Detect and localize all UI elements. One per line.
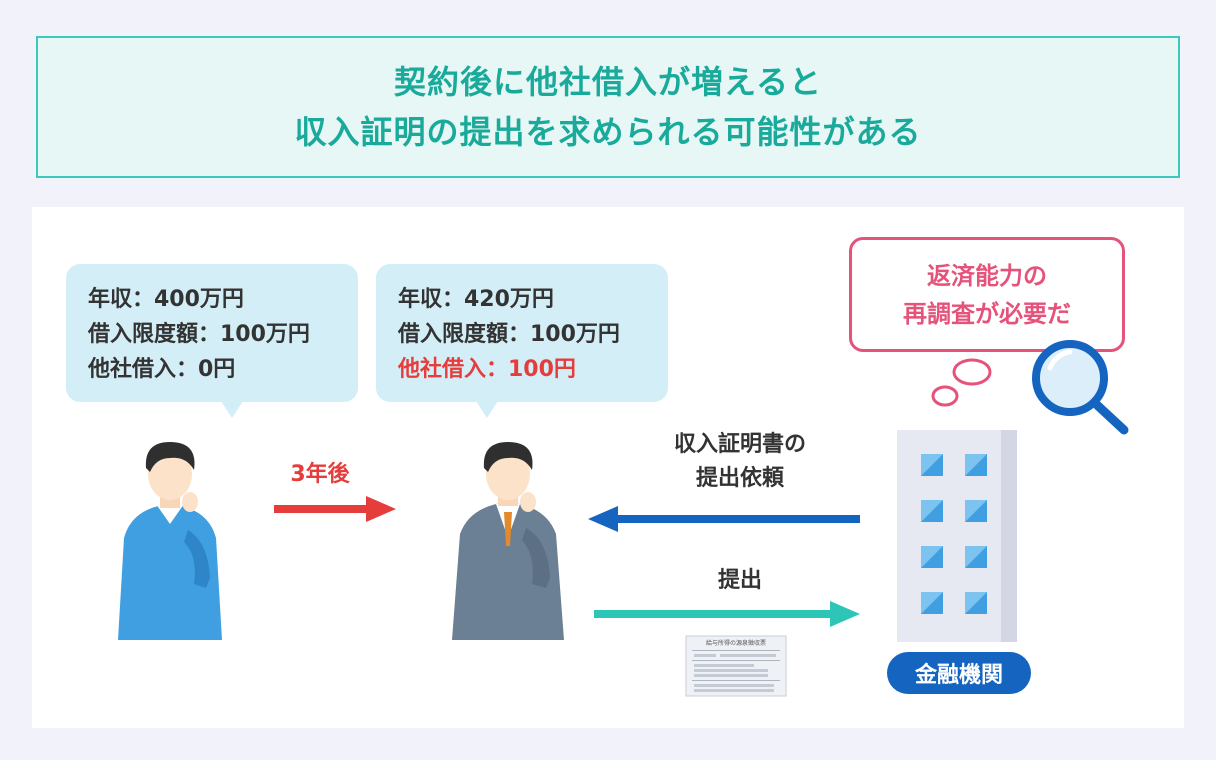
time-arrow-icon: [274, 494, 396, 524]
submit-arrow-icon: [594, 599, 860, 629]
building-icon: [897, 430, 1017, 642]
thought-dots-icon: [928, 356, 998, 412]
before-other-loans: 他社借入：0円: [88, 352, 336, 387]
after-limit: 借入限度額：100万円: [398, 317, 646, 352]
before-info-bubble: 年収：400万円 借入限度額：100万円 他社借入：0円: [66, 264, 358, 402]
magnifier-icon: [1030, 338, 1130, 438]
lender-thought-line-1: 返済能力の: [927, 257, 1047, 295]
document-title: 給与所得の源泉徴収票: [706, 639, 766, 647]
before-limit: 借入限度額：100万円: [88, 317, 336, 352]
submit-label: 提出: [680, 564, 800, 598]
title-line-2: 収入証明の提出を求められる可能性がある: [294, 107, 921, 157]
after-info-bubble: 年収：420万円 借入限度額：100万円 他社借入：100円: [376, 264, 668, 402]
person-casual-icon: [110, 438, 230, 640]
time-label: 3年後: [270, 458, 370, 492]
request-label-line-1: 収入証明書の: [640, 428, 840, 462]
lender-thought-line-2: 再調査が必要だ: [903, 295, 1071, 333]
request-label: 収入証明書の 提出依頼: [640, 428, 840, 496]
lender-label: 金融機関: [887, 652, 1031, 694]
after-other-loans: 他社借入：100円: [398, 352, 646, 387]
before-income: 年収：400万円: [88, 282, 336, 317]
request-label-line-2: 提出依頼: [640, 462, 840, 496]
request-arrow-icon: [588, 504, 860, 534]
after-income: 年収：420万円: [398, 282, 646, 317]
person-suit-icon: [448, 438, 568, 640]
title-line-1: 契約後に他社借入が増えると: [394, 57, 822, 107]
document-icon: 給与所得の源泉徴収票: [686, 636, 786, 696]
title-banner: 契約後に他社借入が増えると 収入証明の提出を求められる可能性がある: [36, 36, 1180, 178]
lender-thought-bubble: 返済能力の 再調査が必要だ: [849, 237, 1125, 352]
